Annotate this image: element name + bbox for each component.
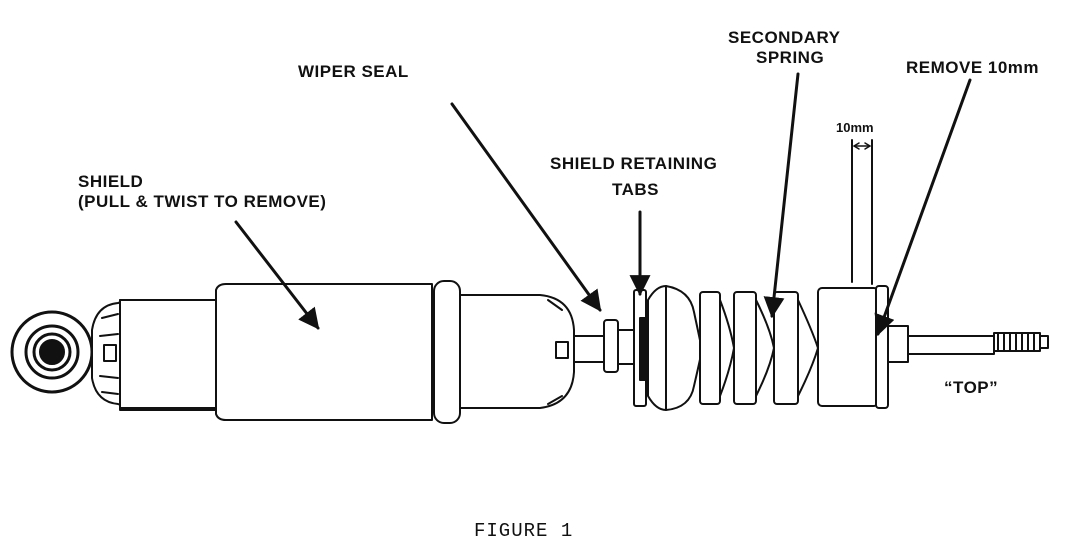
label-shield-line1: SHIELD [78,172,144,191]
label-shield-retaining-tabs: SHIELD RETAINING TABS [550,154,717,200]
shield-body [120,281,574,423]
label-secondary-line1: SECONDARY [728,28,841,47]
shield-leader-arrow [236,222,318,330]
eye-mount [12,312,92,392]
piston-rod [574,320,634,372]
top-cap [818,140,888,408]
label-secondary-spring: SECONDARY SPRING [728,28,841,68]
label-wiper-seal: WIPER SEAL [298,62,409,81]
spring-base [634,286,666,410]
figure-caption: FIGURE 1 [474,520,574,542]
label-top: “TOP” [944,378,999,397]
label-dimension-10mm: 10mm [836,120,874,135]
label-shield-retaining-line1: SHIELD RETAINING [550,154,718,173]
label-secondary-line2: SPRING [756,48,825,67]
label-remove-10mm: REMOVE 10mm [906,58,1040,77]
upper-rod [888,326,1048,362]
wiper-seal-leader-arrow [452,104,600,312]
label-shield-retaining-line2: TABS [612,180,660,199]
secondary-spring-leader-arrow [763,74,798,319]
dimension-arrow [854,143,870,149]
label-shield: SHIELD (PULL & TWIST TO REMOVE) [78,172,326,212]
label-shield-line2: (PULL & TWIST TO REMOVE) [78,192,327,211]
secondary-spring [666,286,818,410]
remove-10mm-leader-arrow [874,80,970,336]
